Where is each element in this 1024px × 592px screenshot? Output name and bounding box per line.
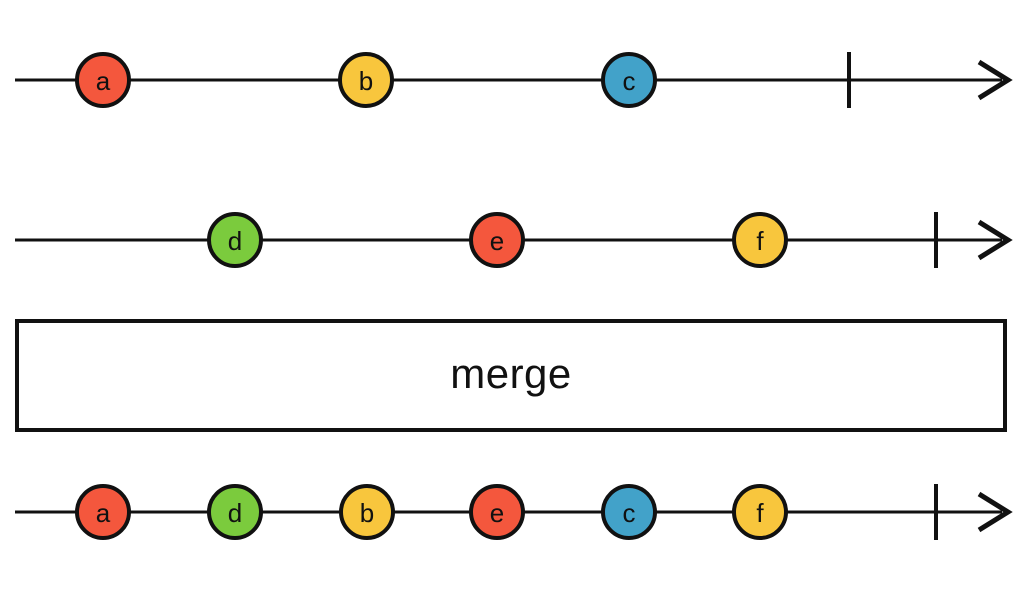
marble-b	[338, 52, 394, 108]
marble-label-b: b	[359, 66, 373, 96]
operator-box: merge	[15, 319, 1007, 432]
timeline-source-2: d e f	[15, 212, 1013, 268]
marble-label-b: b	[360, 498, 374, 528]
arrowhead-icon	[977, 491, 1013, 533]
arrowhead-icon	[977, 59, 1013, 101]
marble-label-d: d	[228, 498, 242, 528]
marble-b	[339, 484, 395, 540]
marble-label-f: f	[756, 498, 764, 528]
marble-label-e: e	[490, 226, 504, 256]
marble-a	[75, 52, 131, 108]
marble-label-c: c	[623, 498, 636, 528]
marble-label-c: c	[623, 66, 636, 96]
marble-label-e: e	[490, 498, 504, 528]
marble-d	[207, 484, 263, 540]
marble-label-a: a	[96, 66, 111, 96]
marble-f	[732, 484, 788, 540]
operator-label: merge	[450, 349, 572, 397]
marble-f	[732, 212, 788, 268]
marble-c	[601, 52, 657, 108]
marble-label-d: d	[228, 226, 242, 256]
marble-label-a: a	[96, 498, 111, 528]
marble-a	[75, 484, 131, 540]
arrowhead-icon	[977, 219, 1013, 261]
marble-d	[207, 212, 263, 268]
marble-e	[469, 212, 525, 268]
marble-c	[601, 484, 657, 540]
timeline-source-1: a b c	[15, 52, 1013, 108]
marble-e	[469, 484, 525, 540]
marble-label-f: f	[756, 226, 764, 256]
